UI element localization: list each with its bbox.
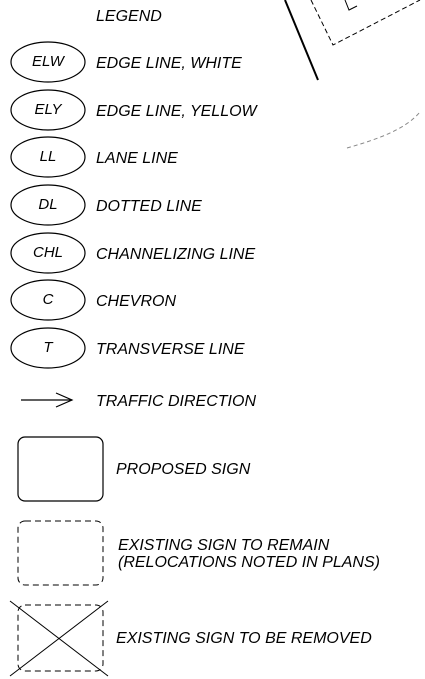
- label-existing-sign-removed: EXISTING SIGN TO BE REMOVED: [116, 630, 372, 647]
- existing-sign-removed-symbol: [9, 600, 109, 677]
- label-dl: DOTTED LINE: [96, 198, 202, 215]
- label-chl: CHANNELIZING LINE: [96, 246, 256, 263]
- code-oval-dl: [10, 184, 86, 226]
- code-oval-elw: [10, 41, 86, 83]
- code-elw: ELW: [32, 53, 64, 70]
- label-ely: EDGE LINE, YELLOW: [96, 103, 257, 120]
- label-t: TRANSVERSE LINE: [96, 341, 245, 358]
- proposed-sign-symbol: [17, 436, 104, 502]
- traffic-direction-arrow-icon: [21, 392, 74, 408]
- code-oval-ely: [10, 89, 86, 131]
- code-oval-t: [10, 327, 86, 369]
- label-existing-sign-remain-1: EXISTING SIGN TO REMAIN: [118, 537, 330, 554]
- label-elw: EDGE LINE, WHITE: [96, 55, 242, 72]
- label-traffic-direction: TRAFFIC DIRECTION: [96, 393, 256, 410]
- code-oval-chl: [10, 232, 86, 274]
- code-ely: ELY: [34, 101, 62, 118]
- plan-fragment: [284, 0, 421, 149]
- code-oval-c: [10, 279, 86, 321]
- code-dl: DL: [38, 196, 58, 213]
- label-existing-sign-remain-2: (RELOCATIONS NOTED IN PLANS): [118, 554, 380, 571]
- code-oval-ll: [10, 136, 86, 178]
- code-t: T: [43, 339, 53, 356]
- label-ll: LANE LINE: [96, 150, 178, 167]
- code-c: C: [42, 291, 54, 308]
- code-ll: LL: [39, 148, 57, 165]
- label-proposed-sign: PROPOSED SIGN: [116, 461, 251, 478]
- legend-title: LEGEND: [96, 8, 162, 25]
- existing-sign-remain-symbol: [17, 520, 104, 586]
- code-chl: CHL: [32, 244, 63, 261]
- label-c: CHEVRON: [96, 293, 177, 310]
